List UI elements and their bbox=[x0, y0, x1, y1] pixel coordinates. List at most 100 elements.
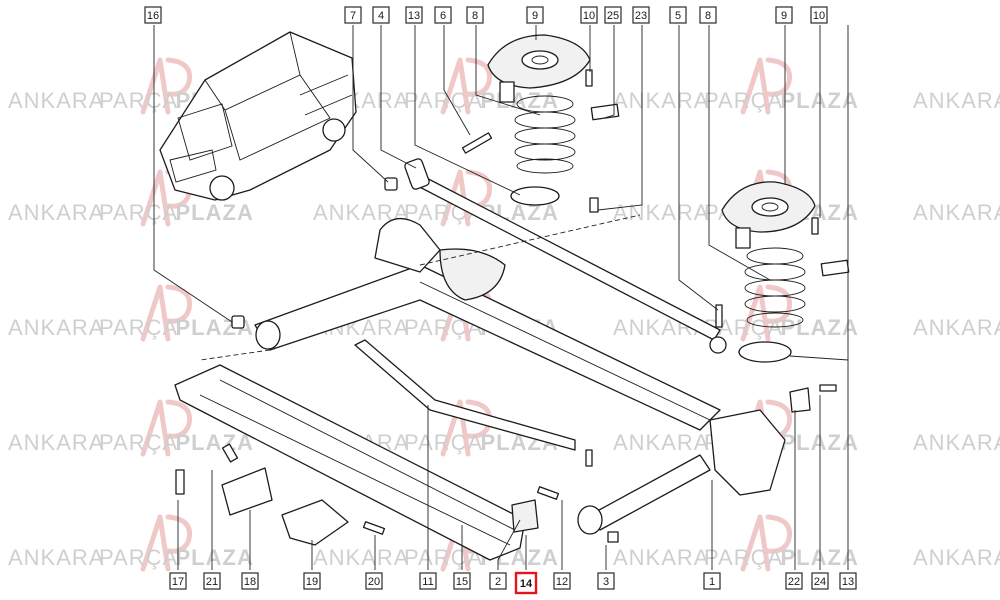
watermark-text: PLAZA bbox=[781, 88, 859, 113]
watermark-text: ANKARA bbox=[913, 315, 1000, 340]
tie-rod bbox=[404, 158, 727, 354]
watermark-text: ANKARA bbox=[8, 315, 104, 340]
watermark-text: PARÇA bbox=[404, 430, 483, 455]
watermark-text: PARÇA bbox=[99, 200, 178, 225]
callout: 17 bbox=[169, 572, 187, 590]
underbody-shield bbox=[174, 364, 526, 561]
watermark-text: ANKARA bbox=[8, 545, 104, 570]
watermark-text: PLAZA bbox=[781, 315, 859, 340]
callout-label: 22 bbox=[788, 576, 800, 588]
callout-label: 14 bbox=[520, 578, 533, 590]
watermark-text: ANKARA bbox=[8, 88, 104, 113]
coil-spring-right bbox=[744, 247, 806, 328]
callout: 19 bbox=[303, 572, 321, 590]
spring-seat-right bbox=[738, 341, 792, 363]
callout: 22 bbox=[785, 572, 803, 590]
callout: 6 bbox=[434, 6, 452, 24]
callout: 9 bbox=[775, 6, 793, 24]
callout: 8 bbox=[699, 6, 717, 24]
callout: 20 bbox=[365, 572, 383, 590]
callout-label: 16 bbox=[147, 10, 159, 22]
callout: 13 bbox=[405, 6, 423, 24]
top-mount-right bbox=[721, 181, 816, 249]
callout-label: 15 bbox=[456, 576, 468, 588]
watermark-text: PARÇA bbox=[404, 88, 483, 113]
watermark-logo-icon bbox=[140, 57, 193, 115]
watermark-logo-icon bbox=[740, 284, 793, 342]
stabiliser-bar bbox=[354, 339, 576, 451]
callout-label: 20 bbox=[368, 576, 380, 588]
callout-label: 9 bbox=[532, 10, 538, 22]
callout-label: 1 bbox=[709, 576, 715, 588]
watermark-logo-icon bbox=[440, 57, 493, 115]
bracket-right bbox=[789, 387, 811, 413]
callout-label: 12 bbox=[556, 576, 568, 588]
watermark-text: ANKARA bbox=[613, 200, 709, 225]
bolts bbox=[175, 69, 837, 543]
callout-label: 24 bbox=[814, 576, 826, 588]
watermark-text: ANKARA bbox=[613, 545, 709, 570]
callout-label: 11 bbox=[422, 576, 433, 588]
bracket-left bbox=[221, 467, 273, 516]
watermark-text: PARÇA bbox=[704, 88, 783, 113]
callout-label: 23 bbox=[635, 10, 647, 22]
watermark-logo-icon bbox=[140, 284, 193, 342]
watermark-text: PARÇA bbox=[99, 545, 178, 570]
callout: 23 bbox=[632, 6, 650, 24]
watermark-text: ANKARA bbox=[313, 545, 409, 570]
watermark-text: PARÇA bbox=[99, 315, 178, 340]
callout-highlighted: 14 bbox=[514, 571, 538, 595]
leader-lines bbox=[153, 25, 849, 570]
watermark-text: ANKARA bbox=[613, 88, 709, 113]
watermark-text: PLAZA bbox=[781, 545, 859, 570]
callout-label: 2 bbox=[495, 576, 501, 588]
callout-label: 18 bbox=[244, 576, 256, 588]
callout-label: 10 bbox=[583, 10, 595, 22]
callout: 12 bbox=[553, 572, 571, 590]
coil-spring-left bbox=[514, 95, 576, 174]
callout: 15 bbox=[453, 572, 471, 590]
bracket-middle bbox=[281, 499, 349, 546]
callout: 10 bbox=[580, 6, 598, 24]
callout: 5 bbox=[669, 6, 687, 24]
callout-label: 7 bbox=[350, 10, 356, 22]
callout-label: 4 bbox=[378, 10, 384, 22]
callout-label: 3 bbox=[603, 576, 609, 588]
callout-label: 10 bbox=[813, 10, 825, 22]
watermark-logo-icon bbox=[740, 57, 793, 115]
watermark-text: ANKARA bbox=[913, 200, 1000, 225]
watermark-text: ANKARA bbox=[913, 545, 1000, 570]
watermark-text: PLAZA bbox=[781, 430, 859, 455]
callout: 13 bbox=[839, 572, 857, 590]
watermark-text: ANKARA bbox=[913, 430, 1000, 455]
callout: 8 bbox=[466, 6, 484, 24]
callout: 21 bbox=[203, 572, 221, 590]
watermark-text: PARÇA bbox=[99, 430, 178, 455]
callout-label: 13 bbox=[408, 10, 420, 22]
callout: 9 bbox=[526, 6, 544, 24]
callout-label: 21 bbox=[206, 576, 218, 588]
watermark-text: PLAZA bbox=[176, 430, 254, 455]
callout: 25 bbox=[604, 6, 622, 24]
callout-label: 8 bbox=[705, 10, 711, 22]
watermark-text: ANKARA bbox=[613, 430, 709, 455]
spring-pad-right bbox=[820, 259, 850, 277]
callout: 18 bbox=[241, 572, 259, 590]
spring-seat-left bbox=[510, 186, 560, 206]
callout: 10 bbox=[810, 6, 828, 24]
axle-bush bbox=[511, 499, 539, 533]
callout-label: 6 bbox=[440, 10, 446, 22]
watermark-text: PARÇA bbox=[99, 88, 178, 113]
watermark-text: PLAZA bbox=[176, 545, 254, 570]
callout: 4 bbox=[372, 6, 390, 24]
watermark-text: PLAZA bbox=[176, 200, 254, 225]
callout: 2 bbox=[489, 572, 507, 590]
callout: 7 bbox=[344, 6, 362, 24]
axle-beam bbox=[254, 218, 721, 431]
watermark-text: ANKARA bbox=[913, 88, 1000, 113]
callout-label: 9 bbox=[781, 10, 787, 22]
callout-label: 25 bbox=[607, 10, 619, 22]
callout: 3 bbox=[597, 572, 615, 590]
callout: 24 bbox=[811, 572, 829, 590]
